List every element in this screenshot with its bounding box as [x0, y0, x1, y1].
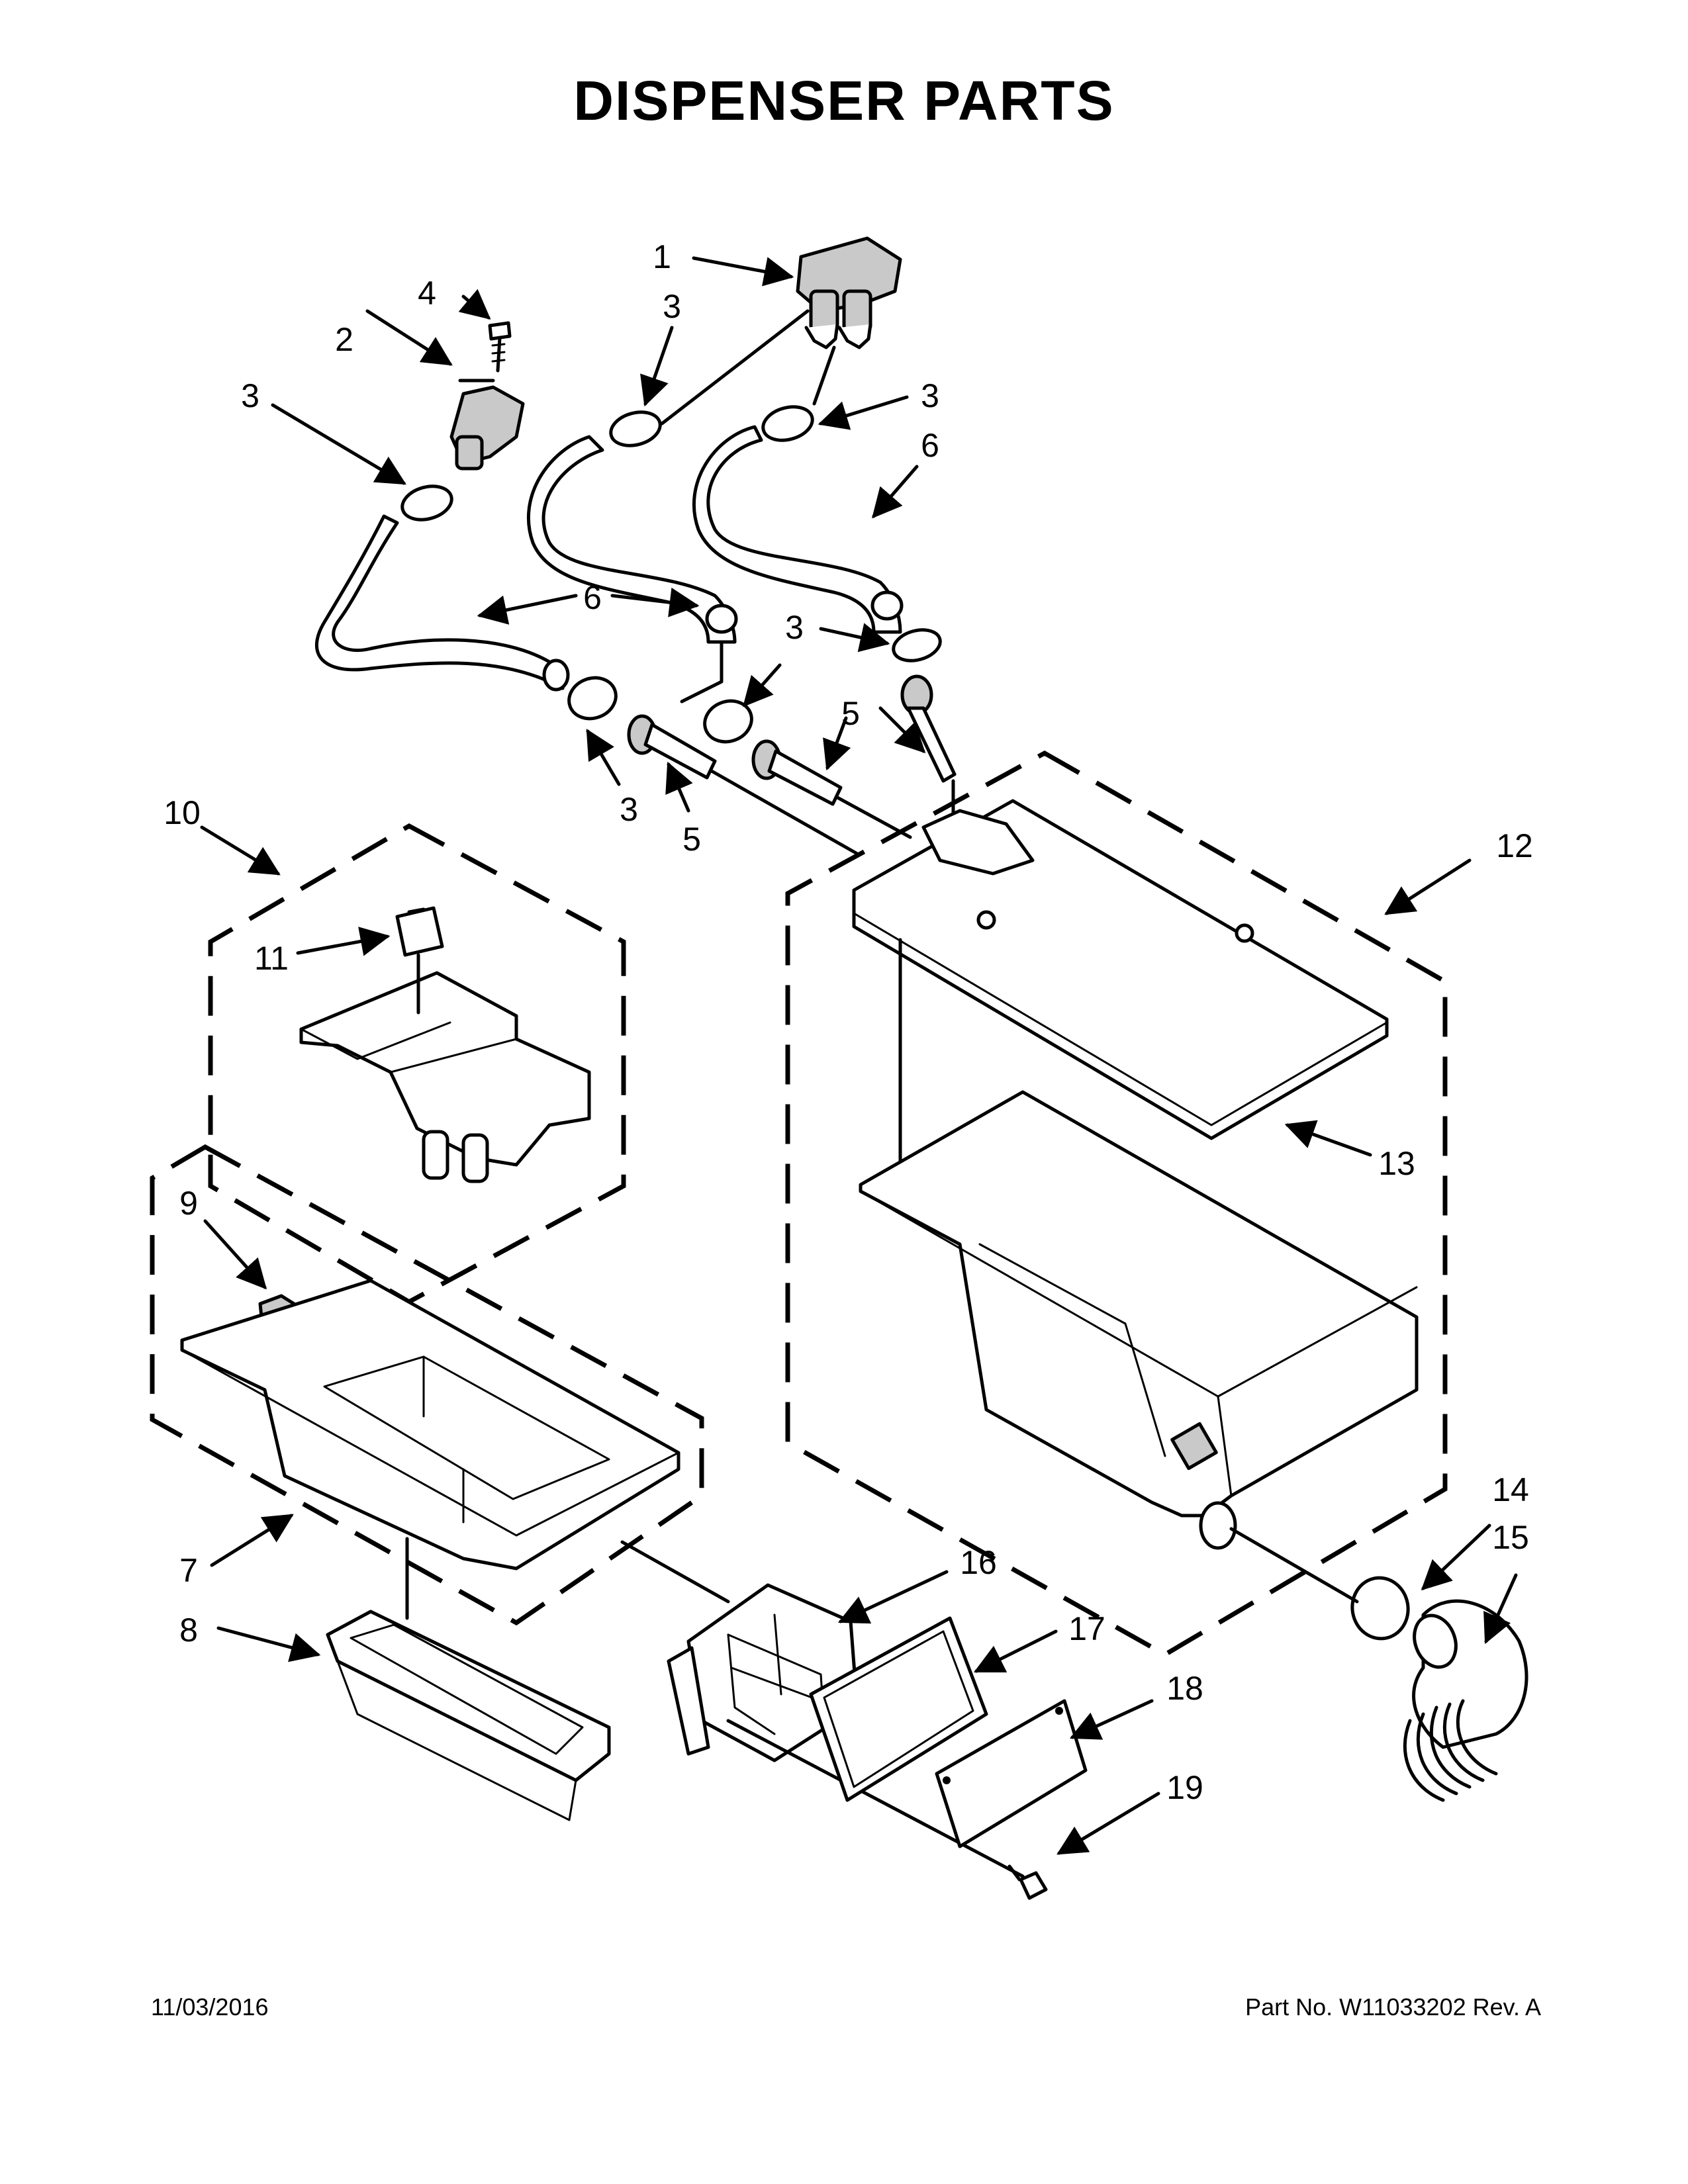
- page-title: DISPENSER PARTS: [573, 69, 1115, 132]
- callout-11: 11: [254, 940, 289, 977]
- water-valve-single: [449, 379, 525, 471]
- water-valve-main: [796, 236, 902, 349]
- callout-2: 2: [335, 321, 353, 358]
- leader-arrows: [200, 256, 1518, 1855]
- hose-6: [315, 425, 904, 692]
- leader-1-hose-b: [812, 345, 836, 406]
- screw-19: [1008, 1864, 1048, 1900]
- callout-18: 18: [1166, 1670, 1203, 1707]
- leader-7-front: [620, 1540, 730, 1604]
- callout-3b: 3: [241, 377, 259, 414]
- callout-16: 16: [960, 1544, 997, 1581]
- dispenser-housing: [859, 1090, 1419, 1550]
- callout-7: 7: [179, 1552, 198, 1589]
- dispenser-insert: [299, 971, 591, 1183]
- group-outline-7: [150, 1144, 704, 1626]
- footer-date: 11/03/2016: [151, 1993, 269, 2021]
- callout-1: 1: [653, 238, 671, 275]
- callout-5b: 5: [841, 695, 860, 732]
- bellows-hose: [1403, 1599, 1528, 1802]
- callout-3d: 3: [785, 609, 804, 646]
- drawer-front-frame: [667, 1583, 859, 1762]
- group-outline-12: [785, 750, 1448, 1658]
- leader-tube-b: [835, 796, 912, 839]
- gasket-frame: [809, 1616, 988, 1802]
- callout-4: 4: [418, 275, 436, 312]
- inlet-tube: [627, 674, 957, 806]
- leader-1-hose: [660, 309, 810, 426]
- callout-15: 15: [1492, 1519, 1529, 1556]
- callout-labels: 1 2 3 3 3 3 3 4 5 5 6 6 7 8 9 10 11 12 1…: [164, 238, 1533, 1806]
- siphon-tray: [326, 1610, 611, 1821]
- hose-clamp: [400, 405, 1410, 1641]
- leader-hose-link: [680, 640, 724, 704]
- screw-4: [488, 321, 512, 373]
- callout-6a: 6: [921, 427, 939, 464]
- leader-tube-a: [710, 769, 859, 856]
- callout-3a: 3: [663, 288, 681, 325]
- callout-14: 14: [1492, 1471, 1529, 1508]
- callout-13: 13: [1378, 1145, 1415, 1182]
- callout-10: 10: [164, 794, 201, 831]
- front-plate: [935, 1699, 1088, 1848]
- callout-3e: 3: [620, 791, 638, 828]
- callout-12: 12: [1496, 827, 1533, 864]
- dispenser-cap: [395, 906, 444, 957]
- callout-19: 19: [1166, 1769, 1203, 1806]
- dispenser-housing-cover: [852, 799, 1389, 1140]
- callout-5a: 5: [682, 821, 701, 858]
- callout-17: 17: [1068, 1610, 1105, 1647]
- callout-3c: 3: [921, 377, 939, 414]
- footer-part-number: Part No. W11033202 Rev. A: [1245, 1993, 1541, 2021]
- dispenser-drawer: [180, 1279, 680, 1570]
- callout-8: 8: [179, 1612, 198, 1649]
- leader-housing-14: [1229, 1527, 1359, 1604]
- callout-6b: 6: [583, 579, 602, 616]
- callout-9: 9: [179, 1185, 198, 1222]
- leader-16-screw: [726, 1719, 1025, 1878]
